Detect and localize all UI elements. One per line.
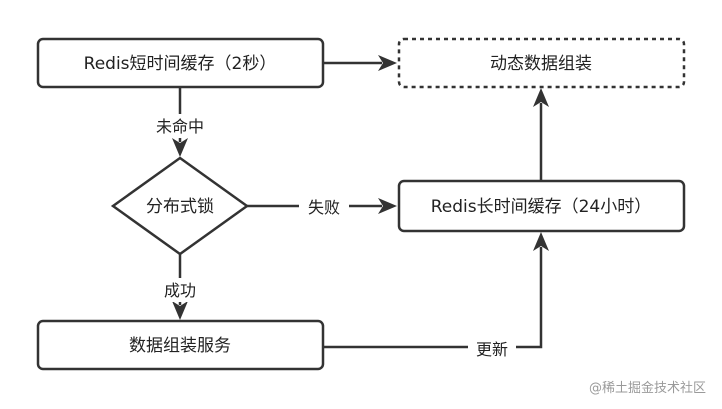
node-assembly-service: 数据组装服务 — [36, 319, 325, 371]
node-long-cache-label: Redis长时间缓存（24小时） — [431, 197, 652, 217]
edge-label-update: 更新 — [476, 340, 508, 359]
node-distributed-lock-label: 分布式锁 — [146, 197, 214, 217]
node-assembly-service-label: 数据组装服务 — [129, 336, 231, 356]
edge-lock-to-service: 成功 — [152, 254, 208, 320]
node-dynamic-assembly: 动态数据组装 — [397, 37, 686, 89]
arrowhead — [172, 301, 188, 320]
node-dynamic-assembly-label: 动态数据组装 — [490, 54, 592, 74]
arrowhead — [533, 88, 549, 107]
edge-short-to-dynamic — [323, 55, 397, 71]
node-distributed-lock: 分布式锁 — [110, 156, 250, 256]
edge-long-cache-to-dynamic — [533, 88, 549, 181]
edge-label-fail: 失败 — [308, 198, 340, 217]
arrowhead — [172, 138, 188, 157]
arrowhead — [378, 55, 397, 71]
edge-lock-to-long-cache: 失败 — [247, 195, 397, 219]
edge-label-miss: 未命中 — [156, 117, 204, 136]
node-long-cache: Redis长时间缓存（24小时） — [397, 179, 686, 233]
edge-short-to-lock: 未命中 — [146, 87, 214, 157]
arrowhead — [378, 198, 397, 214]
node-short-cache: Redis短时间缓存（2秒） — [36, 37, 325, 89]
arrowhead — [533, 232, 549, 251]
edge-label-success: 成功 — [164, 281, 196, 300]
edge-service-to-long-cache: 更新 — [323, 232, 549, 360]
node-short-cache-label: Redis短时间缓存（2秒） — [84, 54, 277, 74]
watermark-text: @稀土掘金技术社区 — [589, 380, 706, 396]
